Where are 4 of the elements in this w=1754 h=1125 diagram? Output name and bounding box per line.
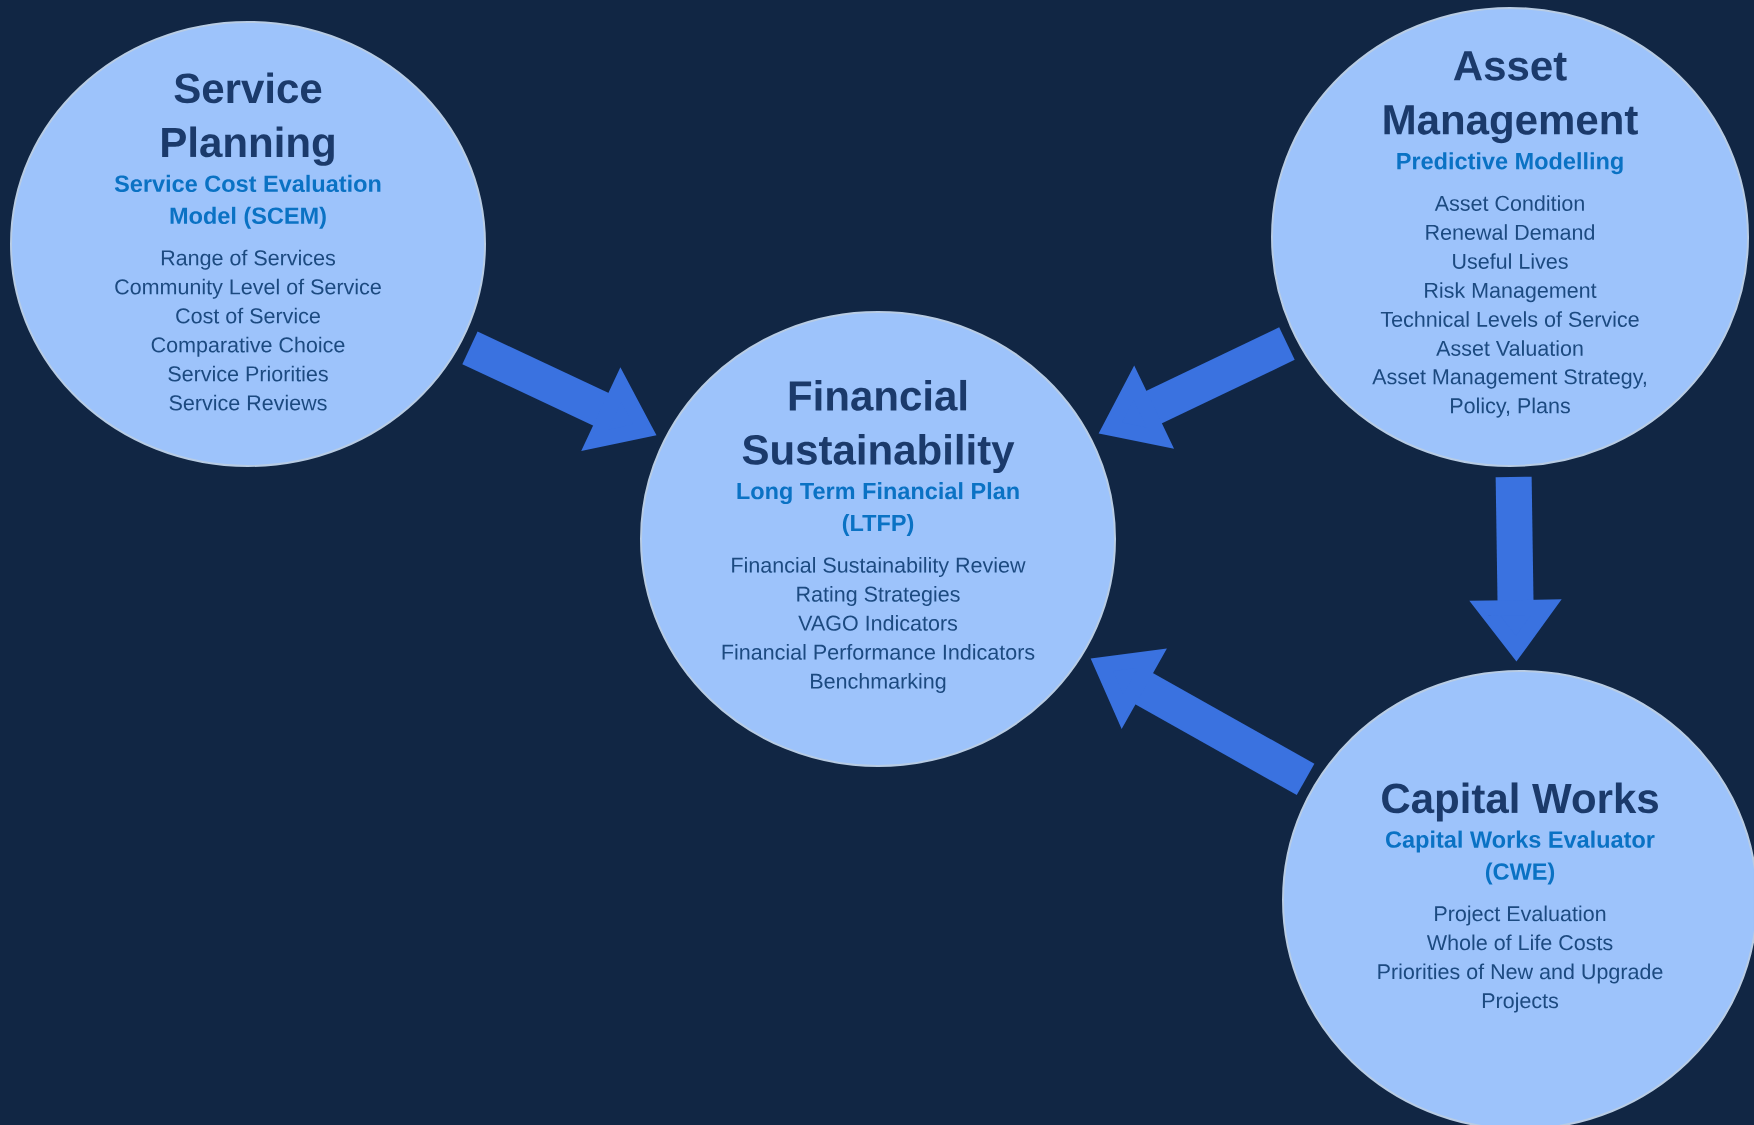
circle-node: Capital Works Capital Works Evaluator (CWE) Project Evaluation Whole of Life Costs Priorities of New and Upgrade Projects	[1282, 670, 1754, 1125]
circle-node: Financial Sustainability Long Term Financial Plan (LTFP) Financial Sustainability Review Rating Strategies VAGO Indicators Financial Performance Indicators Benchmarking	[640, 311, 1116, 767]
circle-node: Asset Management Predictive Modelling Asset Condition Renewal Demand Useful Lives Risk Management Technical Levels of Service Asset Valuation Asset Management Strategy, Policy, Plans	[1271, 7, 1749, 467]
circle-node: Service Planning Service Cost Evaluation Model (SCEM) Range of Services Community Level of Service Cost of Service Comparative Choice Service Priorities Service Reviews	[10, 21, 486, 467]
